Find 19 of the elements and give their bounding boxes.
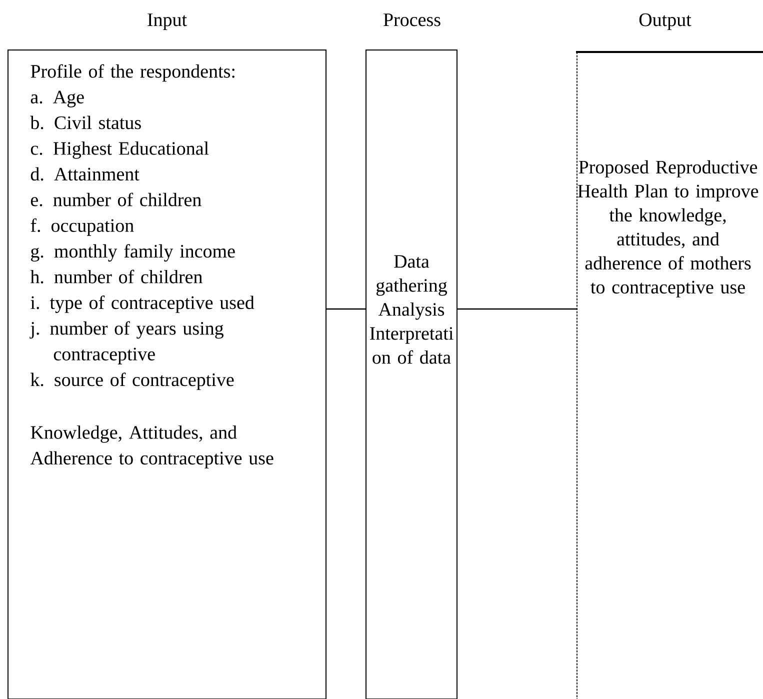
process-text: Data gathering Analysis Interpretati on of data	[370, 255, 454, 364]
column-heading: Output	[639, 13, 692, 30]
column-heading: Input	[148, 14, 187, 30]
list-item: b. Civil status	[30, 116, 141, 130]
list-item: i. type of contraceptive used	[30, 296, 254, 313]
column-heading: Process	[384, 14, 440, 26]
note-text: Knowledge, Attitudes, and Adherence to contraceptive use	[30, 426, 274, 468]
list-item: a. Age	[30, 90, 84, 108]
connector-line	[326, 308, 366, 310]
connector-line	[458, 308, 577, 310]
list-item: d. Attainment	[30, 167, 140, 181]
list-item: k. source of contraceptive	[30, 372, 234, 390]
list-item: h. number of children	[30, 270, 202, 284]
list-item: e. number of children	[30, 192, 202, 206]
list-heading: Profile of the respondents:	[30, 64, 234, 82]
list-item: f. occupation	[30, 218, 134, 236]
output-text: Proposed Reproductive Health Plan to improve the knowledge, attitudes, and adherence of mothers to contraceptive use	[578, 160, 758, 298]
list-item: c. Highest Educational	[30, 142, 209, 159]
list-item: g. monthly family income	[31, 244, 235, 262]
